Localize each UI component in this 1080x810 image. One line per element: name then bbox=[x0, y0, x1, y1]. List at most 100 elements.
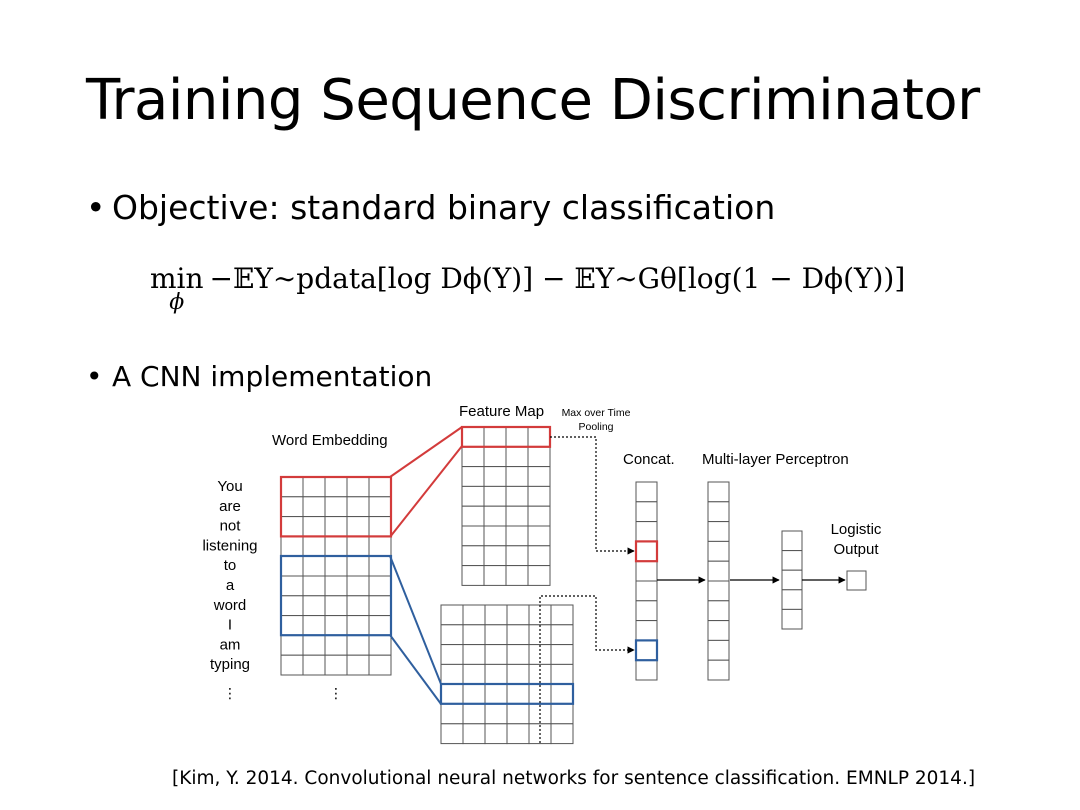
embedding-matrix-cell bbox=[302, 516, 326, 537]
input-word: to bbox=[224, 557, 237, 574]
feature-map-red-cell bbox=[461, 426, 485, 448]
input-word: am bbox=[220, 636, 241, 653]
feature-map-blue-cell bbox=[484, 604, 508, 626]
mlp-layer-1-cell bbox=[707, 639, 730, 661]
input-word: a bbox=[226, 577, 235, 594]
input-word: word bbox=[213, 597, 247, 614]
feature-map-red-cell bbox=[505, 565, 529, 586]
embedding-matrix-cell bbox=[324, 575, 348, 597]
mlp-layer-2-cell bbox=[781, 608, 803, 630]
input-word: You bbox=[217, 478, 242, 495]
concat-vector-cell bbox=[635, 540, 658, 562]
red-filter-box bbox=[279, 475, 393, 538]
bullet-cnn: •A CNN implementation bbox=[86, 360, 432, 393]
citation: [Kim, Y. 2014. Convolutional neural netw… bbox=[172, 768, 976, 789]
embedding-matrix-cell bbox=[346, 634, 370, 656]
feature-map-blue-cell bbox=[462, 604, 486, 626]
feature-map-blue-cell bbox=[506, 723, 530, 745]
bullet-objective-text: Objective: standard binary classificatio… bbox=[112, 188, 776, 227]
feature-map-red-cell bbox=[527, 505, 551, 527]
mlp-layer-1-cell bbox=[707, 580, 730, 602]
embedding-ellipsis: ⋮ bbox=[329, 685, 343, 701]
feature-map-red-cell bbox=[461, 466, 485, 487]
label-word-embedding: Word Embedding bbox=[272, 432, 388, 449]
feature-map-blue-cell bbox=[506, 683, 530, 705]
bullet-dot-icon: • bbox=[86, 360, 103, 393]
feature-map-red-cell bbox=[505, 426, 529, 448]
concat-vector-cell bbox=[635, 560, 658, 582]
mlp-layer-1-cell bbox=[707, 481, 730, 503]
feature-map-red-cell bbox=[505, 466, 529, 487]
feature-map-red-cell bbox=[483, 426, 507, 448]
feature-map-blue-cell bbox=[550, 703, 574, 725]
feature-map-red-cell bbox=[461, 525, 485, 547]
embedding-matrix-cell bbox=[280, 476, 304, 498]
feature-map-red-cell bbox=[461, 485, 485, 507]
embedding-matrix-cell bbox=[302, 535, 326, 557]
feature-map-blue-cell bbox=[550, 624, 574, 646]
feature-map-blue-cell bbox=[440, 683, 464, 705]
feature-map-red-cell bbox=[527, 466, 551, 487]
mlp-layer-2 bbox=[781, 530, 803, 630]
blue-filter-box bbox=[279, 554, 393, 637]
feature-map-blue-cell bbox=[506, 644, 530, 665]
feature-map-blue-cell bbox=[462, 703, 486, 725]
embedding-matrix-cell bbox=[324, 555, 348, 577]
embedding-matrix-cell bbox=[280, 496, 304, 518]
label-max-over-time: Max over Time bbox=[562, 407, 631, 419]
embedding-matrix-cell bbox=[368, 555, 392, 577]
concat-vector-cell bbox=[635, 600, 658, 622]
concat-vector-cell bbox=[635, 521, 658, 542]
input-word: I bbox=[228, 617, 232, 634]
feature-map-blue-cell bbox=[506, 624, 530, 646]
feature-map-blue-cell bbox=[484, 723, 508, 745]
red-filter-connectors bbox=[389, 426, 463, 538]
feature-map-blue-cell bbox=[462, 624, 486, 646]
feature-map-blue-cell bbox=[484, 644, 508, 665]
feature-map-red-cell bbox=[505, 485, 529, 507]
embedding-matrix-cell bbox=[280, 654, 304, 676]
feature-map-red-cell bbox=[527, 485, 551, 507]
embedding-matrix-cell bbox=[280, 634, 304, 656]
formula-min-text: min bbox=[150, 262, 204, 295]
embedding-matrix-cell bbox=[302, 654, 326, 676]
embedding-matrix-cell bbox=[346, 555, 370, 577]
logistic-output-cell bbox=[846, 570, 867, 591]
embedding-matrix-cell bbox=[324, 615, 348, 636]
concat-vector-cell bbox=[635, 620, 658, 641]
label-feature-map: Feature Map bbox=[459, 403, 544, 420]
embedding-matrix-cell bbox=[368, 496, 392, 518]
embedding-matrix-cell bbox=[346, 535, 370, 557]
feature-map-red-cell bbox=[483, 505, 507, 527]
feature-map-red-cell bbox=[527, 565, 551, 586]
mlp-layer-2-cell bbox=[781, 530, 803, 552]
concat-vector-cell bbox=[635, 580, 658, 602]
feature-map-blue-cell bbox=[506, 604, 530, 626]
feature-map-blue-cell bbox=[484, 683, 508, 705]
feature-map-blue-cell bbox=[440, 604, 464, 626]
embedding-matrix-cell bbox=[368, 654, 392, 676]
mlp-layer-2-cell bbox=[781, 569, 803, 591]
embedding-matrix-cell bbox=[302, 634, 326, 656]
feature-map-blue-cell bbox=[462, 663, 486, 685]
formula-min-subscript: ϕ bbox=[169, 290, 185, 315]
feature-map-red-cell bbox=[505, 525, 529, 547]
feature-map-blue-cell bbox=[440, 703, 464, 725]
embedding-matrix-cell bbox=[302, 595, 326, 617]
embedding-matrix-cell bbox=[324, 476, 348, 498]
embedding-matrix-cell bbox=[302, 555, 326, 577]
feature-map-red-cell bbox=[461, 446, 485, 468]
embedding-matrix-cell bbox=[368, 634, 392, 656]
feature-map-blue-cell bbox=[440, 624, 464, 646]
embedding-matrix-cell bbox=[346, 476, 370, 498]
mlp-layer-1-cell bbox=[707, 540, 730, 562]
mlp-layer-1-cell bbox=[707, 521, 730, 542]
bullet-dot-icon: • bbox=[86, 188, 106, 227]
concat-vector bbox=[635, 481, 658, 681]
feature-map-red-cell bbox=[505, 505, 529, 527]
mlp-layer-2-cell bbox=[781, 589, 803, 610]
mlp-layer-2-cell bbox=[781, 550, 803, 571]
embedding-matrix-cell bbox=[368, 575, 392, 597]
